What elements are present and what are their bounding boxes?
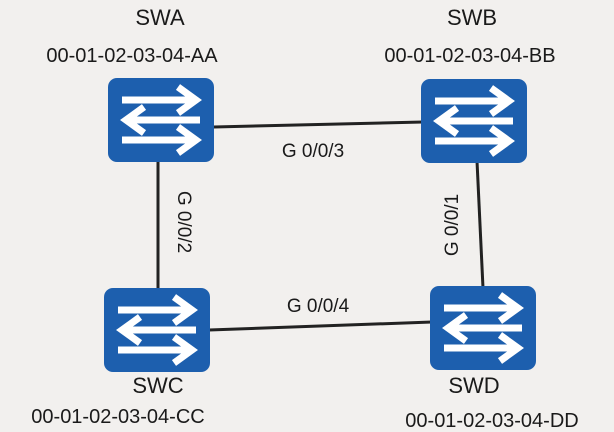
link-swa-swb [213, 120, 424, 129]
switch-swa-icon[interactable] [108, 78, 214, 162]
port-label-cd: G 0/0/4 [287, 296, 350, 317]
swd-name: SWD [448, 373, 499, 398]
switch-swc-icon[interactable] [104, 288, 210, 372]
swc-name: SWC [132, 373, 183, 398]
switch-swb-icon[interactable] [421, 79, 527, 163]
switch-swd-icon[interactable] [430, 286, 536, 370]
port-label-ab: G 0/0/3 [282, 141, 344, 162]
link-swb-swd [475, 160, 485, 289]
swb-mac: 00-01-02-03-04-BB [384, 45, 555, 67]
swc-mac: 00-01-02-03-04-CC [31, 406, 204, 428]
link-swc-swd [208, 320, 433, 332]
port-label-bd: G 0/0/1 [442, 194, 463, 256]
swa-name: SWA [135, 5, 185, 30]
swb-name: SWB [447, 5, 497, 30]
swd-mac: 00-01-02-03-04-DD [405, 410, 578, 432]
port-label-ac: G 0/0/2 [173, 191, 194, 253]
swa-mac: 00-01-02-03-04-AA [46, 45, 218, 67]
